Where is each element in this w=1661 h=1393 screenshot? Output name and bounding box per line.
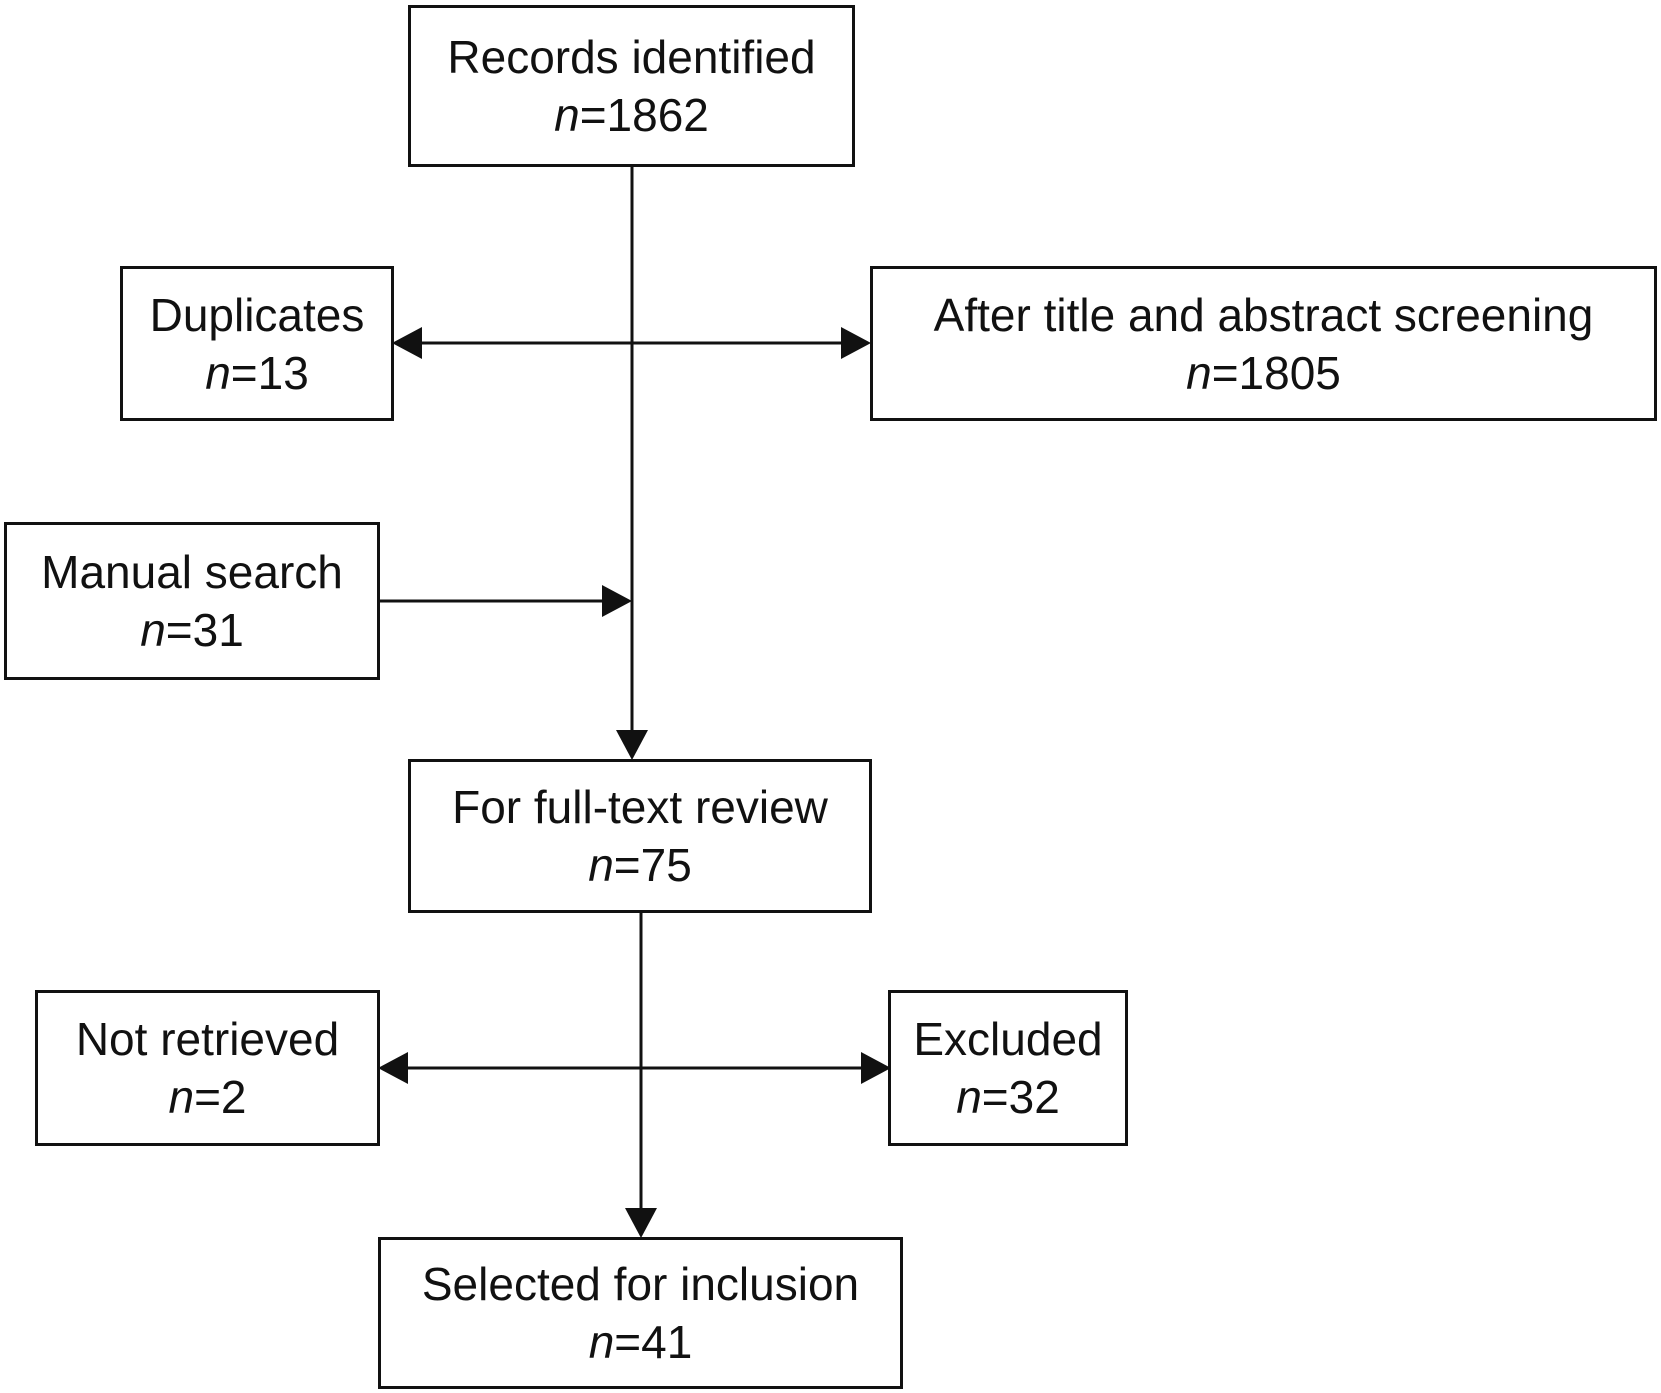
not-retrieved-box: Not retrieved n=2 (35, 990, 380, 1146)
fulltext-review-count: =75 (613, 839, 692, 891)
manual-search-count: =31 (165, 604, 244, 656)
duplicates-box: Duplicates n=13 (120, 266, 394, 421)
duplicates-label: Duplicates (149, 288, 365, 341)
screening-box: After title and abstract screening n=180… (870, 266, 1657, 421)
records-identified-count: =1862 (579, 89, 709, 141)
fulltext-review-box: For full-text review n=75 (408, 759, 872, 913)
screening-count: =1805 (1211, 346, 1341, 399)
arrowhead-to-screening (841, 327, 871, 359)
selected-for-inclusion-box: Selected for inclusion n=41 (378, 1237, 903, 1389)
records-identified-n-symbol: n (554, 89, 580, 141)
arrowhead-to-duplicates (392, 327, 422, 359)
selected-for-inclusion-label: Selected for inclusion (421, 1258, 860, 1310)
not-retrieved-count: =2 (194, 1071, 247, 1123)
excluded-label: Excluded (913, 1013, 1103, 1065)
excluded-box: Excluded n=32 (888, 990, 1128, 1146)
manual-search-label: Manual search (41, 546, 343, 598)
arrowhead-to-selected (625, 1208, 657, 1238)
selected-for-inclusion-count: =41 (614, 1316, 693, 1368)
manual-search-box: Manual search n=31 (4, 522, 380, 680)
duplicates-count: =13 (230, 346, 309, 399)
arrowhead-to-excluded (861, 1052, 891, 1084)
excluded-n-symbol: n (956, 1071, 982, 1123)
screening-label: After title and abstract screening (933, 288, 1594, 341)
records-identified-box: Records identified n=1862 (408, 5, 855, 167)
fulltext-review-label: For full-text review (452, 781, 828, 833)
manual-search-n-symbol: n (140, 604, 166, 656)
arrowhead-to-not-retrieved (378, 1052, 408, 1084)
not-retrieved-label: Not retrieved (75, 1013, 340, 1065)
records-identified-label: Records identified (447, 31, 816, 83)
fulltext-review-n-symbol: n (588, 839, 614, 891)
screening-n-symbol: n (1186, 346, 1212, 399)
not-retrieved-n-symbol: n (168, 1071, 195, 1123)
arrowhead-manual-search (602, 585, 632, 617)
duplicates-n-symbol: n (205, 346, 231, 399)
selected-for-inclusion-n-symbol: n (588, 1316, 615, 1368)
arrowhead-to-fulltext (616, 730, 648, 760)
excluded-count: =32 (981, 1071, 1060, 1123)
